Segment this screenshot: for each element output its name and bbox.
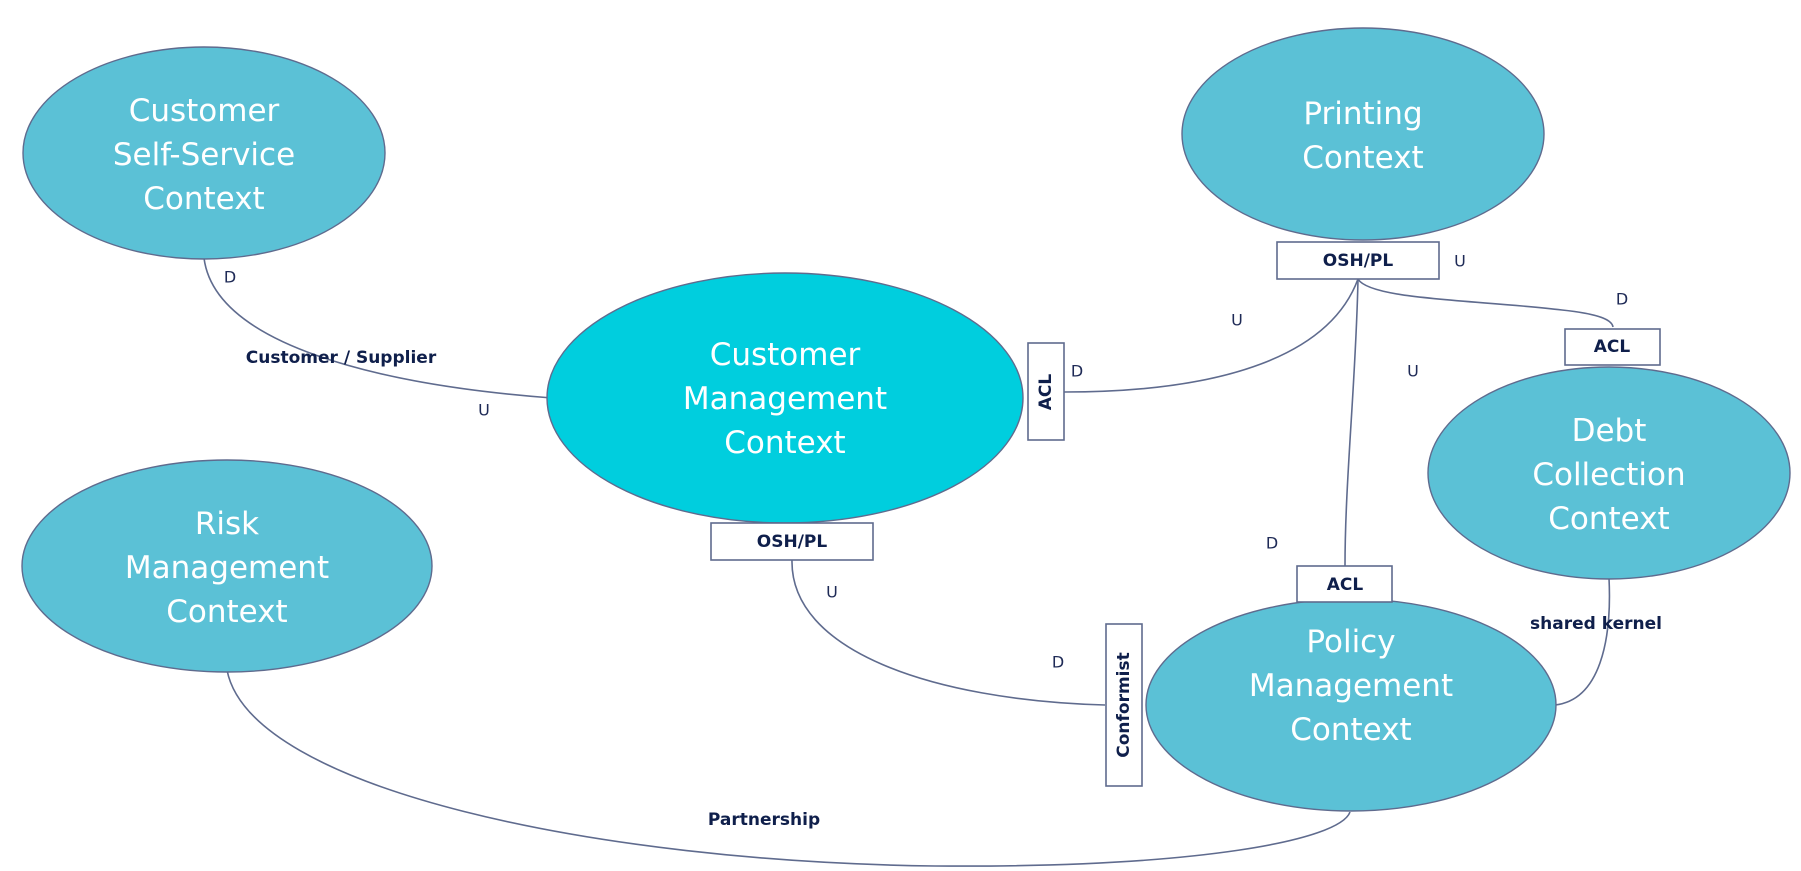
edge-printing-to-debt <box>1357 278 1614 328</box>
marker-upstream: U <box>1407 362 1419 381</box>
context-label-line: Context <box>1548 501 1669 537</box>
context-label-line: Management <box>683 381 887 417</box>
pattern-acl-debt: ACL <box>1564 328 1661 366</box>
context-label-line: Collection <box>1532 457 1685 493</box>
context-label: Customer <box>710 337 861 373</box>
pattern-label: Conformist <box>1114 652 1134 758</box>
marker-downstream: D <box>1071 362 1083 381</box>
edge-customer-mgmt-to-policy <box>791 559 1106 706</box>
context-label: Context <box>1302 140 1423 176</box>
context-label: Printing <box>1303 96 1422 132</box>
context-printing: Printing Context <box>1181 27 1545 241</box>
edge-self-service-to-customer-mgmt <box>203 257 553 399</box>
pattern-box <box>1027 342 1065 441</box>
context-label-line: Policy <box>1306 624 1395 660</box>
context-debt-collection: Debt Collection Context <box>1427 366 1791 580</box>
marker-downstream: D <box>1052 653 1064 672</box>
context-ellipse <box>1427 366 1791 580</box>
marker-upstream: U <box>478 401 490 420</box>
relationship-label-shared-kernel: shared kernel <box>1530 614 1662 634</box>
context-label: Context <box>724 425 845 461</box>
marker-upstream: U <box>1231 311 1243 330</box>
marker-upstream: U <box>1454 252 1466 271</box>
marker-downstream: D <box>1616 290 1628 309</box>
context-label-line: Management <box>1249 668 1453 704</box>
context-label: Risk <box>195 506 259 542</box>
context-label: Context <box>1290 712 1411 748</box>
marker-downstream: D <box>224 268 236 287</box>
pattern-box <box>1296 565 1393 603</box>
context-label: Context <box>166 594 287 630</box>
edge-printing-to-policy <box>1344 278 1359 567</box>
pattern-label: ACL <box>1594 337 1631 357</box>
context-label-line: Printing <box>1303 96 1422 132</box>
context-ellipse <box>21 459 433 673</box>
context-ellipse <box>1181 27 1545 241</box>
context-customer-self-service: Customer Self-Service Context <box>22 46 386 260</box>
pattern-acl-policy: ACL <box>1296 565 1393 603</box>
pattern-label: OSH/PL <box>757 532 828 552</box>
context-label: Policy <box>1306 624 1395 660</box>
pattern-osh-pl-printing: OSH/PL <box>1276 241 1440 280</box>
context-label-line: Context <box>1302 140 1423 176</box>
pattern-label: ACL <box>1327 575 1364 595</box>
context-label: Context <box>143 181 264 217</box>
context-label: Self-Service <box>113 137 295 173</box>
context-label: Debt <box>1572 413 1647 449</box>
context-risk-management: Risk Management Context <box>21 459 433 673</box>
context-label: Collection <box>1532 457 1685 493</box>
relationship-label-partnership: Partnership <box>708 810 820 830</box>
context-label-line: Context <box>1290 712 1411 748</box>
context-label-line: Debt <box>1572 413 1647 449</box>
marker-downstream: D <box>1266 534 1278 553</box>
pattern-label: OSH/PL <box>1323 251 1394 271</box>
context-label-line: Self-Service <box>113 137 295 173</box>
context-ellipse <box>22 46 386 260</box>
relationship-label-customer-supplier: Customer / Supplier <box>246 348 437 368</box>
pattern-box <box>1105 623 1143 787</box>
pattern-osh-pl-customer: OSH/PL <box>710 522 874 561</box>
context-policy-management: Policy Management Context <box>1145 598 1557 812</box>
context-label-line: Customer <box>710 337 861 373</box>
pattern-box <box>1276 241 1440 280</box>
pattern-conformist: Conformist <box>1105 623 1143 787</box>
edge-risk-to-policy <box>226 669 1351 867</box>
pattern-label: ACL <box>1036 374 1056 411</box>
context-label: Management <box>1249 668 1453 704</box>
edge-debt-to-policy <box>1554 577 1611 706</box>
context-label-line: Context <box>143 181 264 217</box>
context-label-line: Customer <box>129 93 280 129</box>
context-label-line: Context <box>724 425 845 461</box>
context-label-line: Context <box>166 594 287 630</box>
context-label: Management <box>125 550 329 586</box>
context-label-line: Management <box>125 550 329 586</box>
context-label: Management <box>683 381 887 417</box>
context-label: Context <box>1548 501 1669 537</box>
context-label: Customer <box>129 93 280 129</box>
pattern-box <box>1564 328 1661 366</box>
context-customer-management: Customer Management Context <box>546 272 1024 524</box>
pattern-box <box>710 522 874 561</box>
pattern-acl-customer: ACL <box>1027 342 1065 441</box>
edge-printing-to-customer-mgmt <box>1063 278 1359 393</box>
marker-upstream: U <box>826 583 838 602</box>
context-label-line: Risk <box>195 506 259 542</box>
